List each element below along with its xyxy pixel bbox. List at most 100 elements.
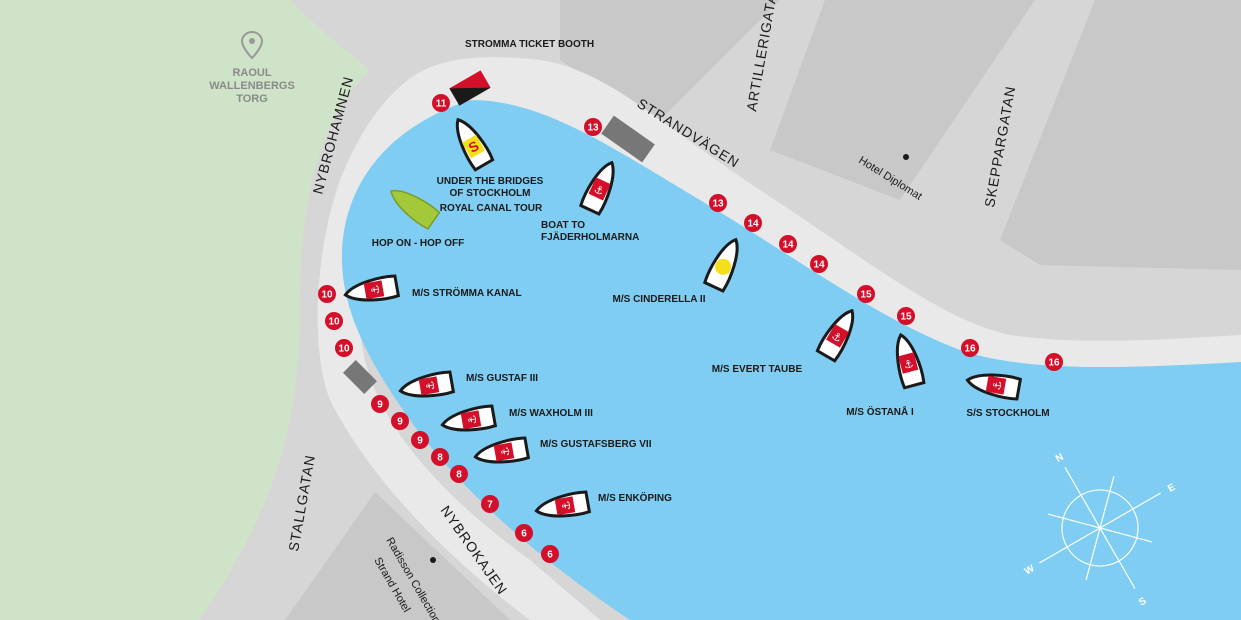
anchor-icon: ⚓ — [498, 446, 513, 458]
berth-pin-number: 9 — [377, 400, 383, 411]
compass-rose: N E S W — [1023, 452, 1178, 609]
berth-pin-circle — [411, 431, 429, 449]
berth-pin-circle — [779, 235, 797, 253]
berth-pin-number: 6 — [521, 529, 527, 540]
berth-pin-circle — [432, 94, 450, 112]
berth-pin-10[interactable]: 10 — [318, 285, 336, 303]
park-name-line-3: TORG — [236, 93, 268, 105]
label-enkoping: M/S ENKÖPING — [598, 491, 672, 504]
berth-pin-circle — [857, 285, 875, 303]
berth-pin-15[interactable]: 15 — [857, 285, 875, 303]
berth-pin-8[interactable]: 8 — [450, 465, 468, 483]
berth-pin-circle — [1045, 353, 1063, 371]
berth-pin-circle — [371, 395, 389, 413]
berth-pin-16[interactable]: 16 — [961, 339, 979, 357]
anchor-icon: ⚓ — [423, 380, 438, 392]
berth-pin-7[interactable]: 7 — [481, 495, 499, 513]
label-fjaderholmarna-2: FJÄDERHOLMARNA — [541, 230, 639, 243]
berth-pin-number: 14 — [782, 240, 794, 251]
boat-evert-taube[interactable]: ⚓ — [815, 305, 862, 363]
location-pin-icon — [240, 30, 264, 60]
label-stromma-kanal: M/S STRÖMMA KANAL — [412, 286, 522, 299]
boat-under-the-bridges[interactable]: S — [449, 114, 495, 172]
berth-pin-number: 10 — [321, 290, 333, 301]
boat-stromma-kanal[interactable]: ⚓ — [343, 274, 401, 305]
anchor-icon: ⚓ — [902, 357, 915, 372]
label-waxholm-iii: M/S WAXHOLM III — [509, 408, 593, 419]
berth-pin-15[interactable]: 15 — [897, 307, 915, 325]
berth-pin-10[interactable]: 10 — [335, 339, 353, 357]
anchor-icon: ⚓ — [559, 500, 574, 512]
compass-s: S — [1137, 595, 1149, 608]
berth-pin-9[interactable]: 9 — [411, 431, 429, 449]
cinderella-logo-icon — [715, 258, 732, 275]
berth-pin-circle — [961, 339, 979, 357]
berth-pin-13[interactable]: 13 — [709, 194, 727, 212]
berth-pin-number: 6 — [547, 550, 553, 561]
compass-e: E — [1166, 482, 1178, 495]
park-name-line-2: WALLENBERGS — [209, 80, 295, 92]
boat-stockholm[interactable]: ⚓ — [965, 370, 1023, 401]
label-under-the-bridges-1: UNDER THE BRIDGES — [437, 176, 544, 187]
berth-pin-number: 8 — [456, 470, 462, 481]
block-2 — [770, 0, 1035, 200]
berth-pin-11[interactable]: 11 — [432, 94, 450, 112]
label-under-the-bridges-2: OF STOCKHOLM — [450, 188, 531, 199]
berth-pin-number: 10 — [338, 344, 350, 355]
berth-pin-circle — [709, 194, 727, 212]
label-fjaderholmarna-1: BOAT TO — [541, 220, 585, 231]
berth-pin-16[interactable]: 16 — [1045, 353, 1063, 371]
stromma-logo-icon — [462, 134, 485, 159]
compass-n: N — [1054, 452, 1066, 465]
label-royal-canal: ROYAL CANAL TOUR — [440, 203, 543, 214]
landing-block-1 — [601, 115, 655, 163]
berth-pin-14[interactable]: 14 — [810, 255, 828, 273]
berth-pin-circle — [431, 448, 449, 466]
berth-pin-circle — [515, 524, 533, 542]
berth-pin-10[interactable]: 10 — [325, 312, 343, 330]
berth-pin-number: 10 — [328, 317, 340, 328]
boat-gustafsberg-vii[interactable]: ⚓ — [473, 436, 531, 467]
boat-enkoping[interactable]: ⚓ — [534, 490, 592, 521]
berth-pin-6[interactable]: 6 — [515, 524, 533, 542]
boat-cinderella[interactable] — [702, 235, 745, 293]
anchor-icon: ⚓ — [465, 414, 480, 426]
berth-pin-14[interactable]: 14 — [744, 214, 762, 232]
berth-pin-number: 14 — [747, 219, 759, 230]
berth-pin-circle — [391, 412, 409, 430]
berth-pin-circle — [335, 339, 353, 357]
block-4 — [285, 492, 510, 620]
radisson-dot — [430, 557, 436, 563]
quay-walk — [317, 57, 1241, 620]
berth-pin-13[interactable]: 13 — [584, 118, 602, 136]
berth-pin-circle — [897, 307, 915, 325]
ticket-booth-icon[interactable] — [449, 70, 491, 106]
berth-pin-number: 16 — [964, 344, 976, 355]
berth-pin-8[interactable]: 8 — [431, 448, 449, 466]
label-gustafsberg-vii: M/S GUSTAFSBERG VII — [540, 439, 652, 450]
label-gustaf-iii: M/S GUSTAF III — [466, 373, 538, 384]
berth-pin-number: 13 — [587, 123, 599, 134]
boat-fjaderholmarna[interactable]: ⚓ — [578, 158, 621, 216]
label-cinderella: M/S CINDERELLA II — [613, 294, 706, 305]
berth-pin-9[interactable]: 9 — [371, 395, 389, 413]
berth-pin-circle — [318, 285, 336, 303]
berth-pin-14[interactable]: 14 — [779, 235, 797, 253]
label-hop-on-hop-off: HOP ON - HOP OFF — [372, 238, 464, 249]
berth-pin-circle — [810, 255, 828, 273]
boat-hop-on-hop-off[interactable] — [385, 182, 441, 230]
berth-pin-number: 13 — [712, 199, 724, 210]
label-evert-taube: M/S EVERT TAUBE — [712, 364, 803, 375]
berth-pin-number: 8 — [437, 453, 443, 464]
boat-gustaf-iii[interactable]: ⚓ — [398, 370, 456, 401]
boat-ostana[interactable]: ⚓ — [890, 332, 926, 390]
berth-pin-circle — [450, 465, 468, 483]
berth-pin-number: 15 — [860, 290, 872, 301]
berth-pin-9[interactable]: 9 — [391, 412, 409, 430]
berth-pin-6[interactable]: 6 — [541, 545, 559, 563]
park-area — [0, 0, 370, 620]
boat-waxholm-iii[interactable]: ⚓ — [440, 404, 498, 435]
landing-block-2 — [343, 360, 377, 394]
